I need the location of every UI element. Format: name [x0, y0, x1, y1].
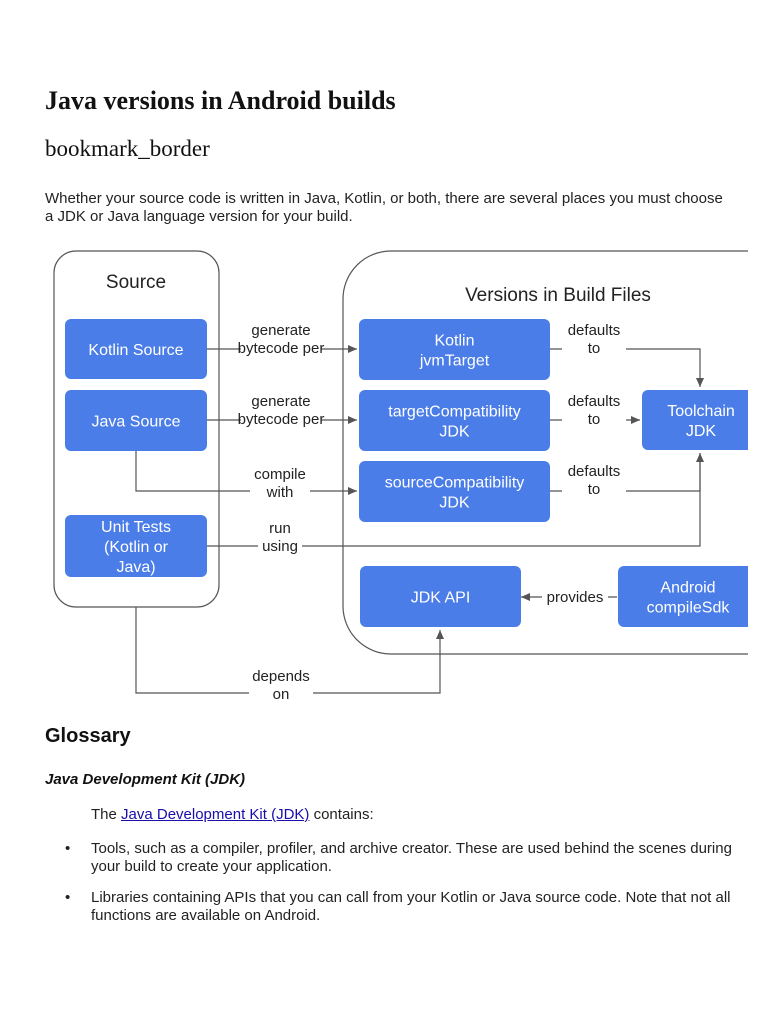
node-compile-sdk: Android compileSdk	[618, 566, 748, 627]
edge-label-bg	[250, 465, 310, 501]
node-label: Java Source	[92, 414, 181, 431]
edge-label-provides: provides	[547, 589, 604, 606]
jdk-subheading: Java Development Kit (JDK)	[45, 771, 246, 788]
edge-label-bg	[542, 588, 608, 606]
build-files-group-label: Versions in Build Files	[465, 285, 651, 306]
edge-label-depends: on	[273, 686, 290, 703]
node-box	[618, 566, 748, 627]
jdk-definition-line: The Java Development Kit (JDK) contains:	[91, 806, 374, 823]
edge-label-run: run	[269, 520, 291, 537]
list-item-text: Tools, such as a compiler, profiler, and…	[91, 840, 732, 875]
node-kotlin-jvmtarget: Kotlin jvmTarget	[359, 319, 550, 380]
node-box	[65, 319, 207, 379]
intro-paragraph: Whether your source code is written in J…	[45, 190, 723, 225]
edge-label-bg	[258, 519, 302, 555]
edge-label-def1: to	[588, 340, 601, 357]
node-label: JDK	[439, 495, 470, 512]
node-label: Kotlin Source	[88, 342, 183, 359]
edge-label-gen2: bytecode per	[238, 411, 325, 428]
edge-label-bg	[241, 321, 321, 357]
node-label: Android	[660, 580, 715, 597]
edge-label-def3: defaults	[568, 463, 621, 480]
node-kotlin-source: Kotlin Source	[65, 319, 207, 379]
bullet-dot: •	[65, 889, 71, 906]
node-jdk-api: JDK API	[360, 566, 521, 627]
node-label: compileSdk	[647, 600, 731, 617]
node-box	[359, 390, 550, 451]
node-label: jvmTarget	[419, 353, 490, 370]
node-unit-tests: Unit Tests (Kotlin or Java)	[65, 515, 207, 577]
node-label: Unit Tests	[101, 519, 171, 536]
glossary-heading: Glossary	[45, 725, 131, 747]
edge-label-bg	[249, 667, 313, 703]
bullet-dot: •	[65, 840, 71, 857]
java-versions-diagram: Source Versions in Build Files generateb…	[53, 250, 748, 703]
bookmark-label[interactable]: bookmark_border	[45, 136, 210, 161]
jdk-line-suffix: contains:	[309, 806, 374, 823]
node-box	[359, 319, 550, 380]
list-item: • Tools, such as a compiler, profiler, an…	[65, 840, 745, 876]
node-box	[65, 515, 207, 577]
edge-label-def2: defaults	[568, 393, 621, 410]
edge-label-def2: to	[588, 411, 601, 428]
list-item: • Libraries containing APIs that you can …	[65, 889, 745, 925]
node-box	[65, 390, 207, 451]
node-label: Toolchain	[667, 403, 735, 420]
edge-java-to-sourcecompat	[135, 451, 357, 495]
node-box	[359, 461, 550, 522]
node-box	[360, 566, 521, 627]
page-title: Java versions in Android builds	[45, 86, 396, 115]
node-label: targetCompatibility	[388, 404, 521, 421]
edge-label-depends: depends	[252, 668, 310, 685]
node-label: sourceCompatibility	[385, 475, 525, 492]
node-label: JDK	[439, 424, 470, 441]
edge-label-gen1: bytecode per	[238, 340, 325, 357]
edge-label-bg	[241, 392, 321, 428]
node-label: Kotlin	[434, 333, 474, 350]
edge-label-compile: compile	[254, 466, 306, 483]
jdk-link[interactable]: Java Development Kit (JDK)	[121, 806, 310, 823]
node-label: Java)	[116, 559, 155, 576]
edge-label-bg	[562, 321, 626, 357]
jdk-contents-list: • Tools, such as a compiler, profiler, an…	[65, 840, 745, 938]
edge-label-compile: with	[266, 484, 294, 501]
source-group-label: Source	[106, 272, 166, 293]
edge-label-run: using	[262, 538, 298, 555]
node-label: JDK	[686, 423, 717, 440]
node-label: JDK API	[411, 590, 471, 607]
node-box	[642, 390, 748, 450]
edge-label-gen1: generate	[251, 322, 310, 339]
build-files-group-box	[342, 250, 748, 655]
node-java-source: Java Source	[65, 390, 207, 451]
node-label: (Kotlin or	[104, 539, 169, 556]
edge-label-bg	[562, 392, 626, 428]
jdk-line-prefix: The	[91, 806, 122, 823]
edge-label-def3: to	[588, 481, 601, 498]
list-item-text: Libraries containing APIs that you can c…	[91, 889, 731, 924]
edge-label-bg	[562, 462, 626, 498]
edge-label-gen2: generate	[251, 393, 310, 410]
edge-label-def1: defaults	[568, 322, 621, 339]
